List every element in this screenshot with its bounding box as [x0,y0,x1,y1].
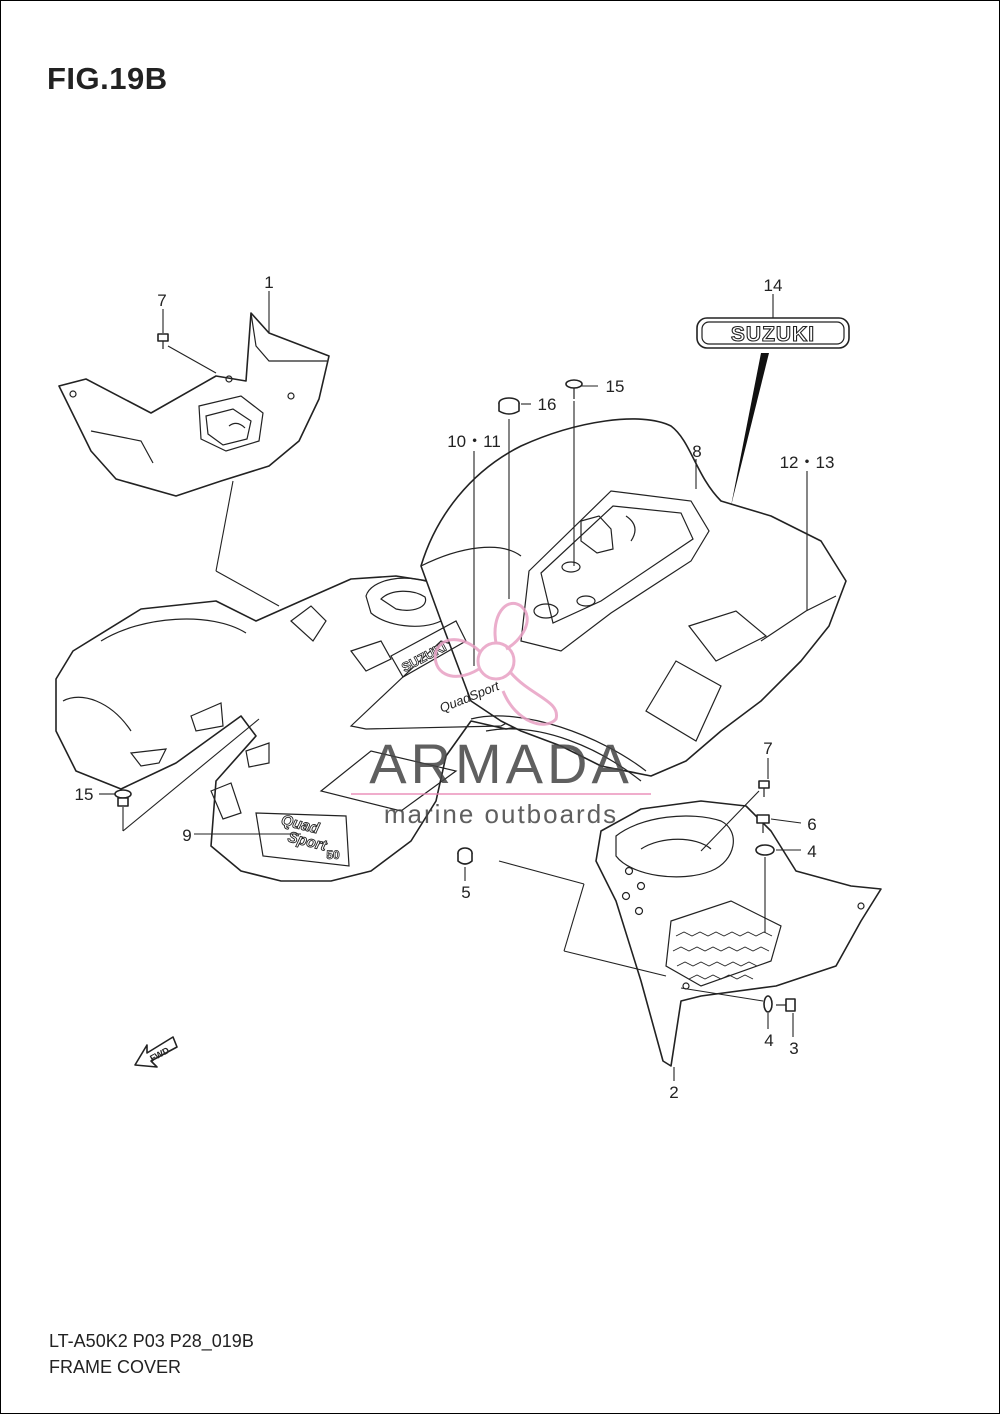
watermark-tagline: marine outboards [384,799,618,829]
footrest-part-2 [595,800,882,1067]
emblem-pointer [731,353,769,506]
callout-4-upper: 4 [807,842,816,861]
callout-14: 14 [764,276,783,295]
watermark-brand: ARMADA [369,732,633,795]
suzuki-emblem-part-14: SUZUKI [696,317,850,349]
callout-8: 8 [692,442,701,461]
nut-5 [457,847,473,865]
callout-16: 16 [538,395,557,414]
figure-code: LT-A50K2 P03 P28_019B [49,1331,254,1351]
callout-15-lower: 15 [75,785,94,804]
figure-title: FIG.19B [47,61,168,96]
armada-propeller-logo [433,602,558,726]
figure-name: FRAME COVER [49,1357,182,1377]
callout-5: 5 [461,883,470,902]
callout-2: 2 [669,1083,678,1102]
grommet-16 [498,397,520,415]
clip-15-upper [565,379,583,399]
bolt-7-upper [157,333,169,349]
fwd-arrow-icon: FWD [134,1036,178,1068]
callout-9: 9 [182,826,191,845]
callout-12-13: 12・13 [780,453,835,472]
armada-watermark: ARMADA marine outboards [351,602,651,829]
bolt-3 [776,998,796,1012]
callout-7-right: 7 [763,739,772,758]
clip-15-lower [114,789,132,807]
callout-7-upper: 7 [157,291,166,310]
bolt-6 [756,814,770,833]
callout-10-11: 10・11 [447,432,501,451]
bolt-7-right [758,780,770,797]
front-panel-part-1 [58,312,330,497]
washer-4-lower [763,995,773,1013]
side-decal-line-3: 50 [326,848,340,862]
emblem-text: SUZUKI [731,323,815,346]
callout-numbers: 1 7 14 15 16 10・11 8 12・13 7 15 6 9 4 5 … [75,273,835,1102]
leader-lines [99,291,808,1081]
washer-4-upper [755,844,775,856]
callout-6: 6 [807,815,816,834]
callout-1: 1 [264,273,273,292]
callout-3: 3 [789,1039,798,1058]
callout-4-lower: 4 [764,1031,773,1050]
callout-15-upper: 15 [606,377,625,396]
